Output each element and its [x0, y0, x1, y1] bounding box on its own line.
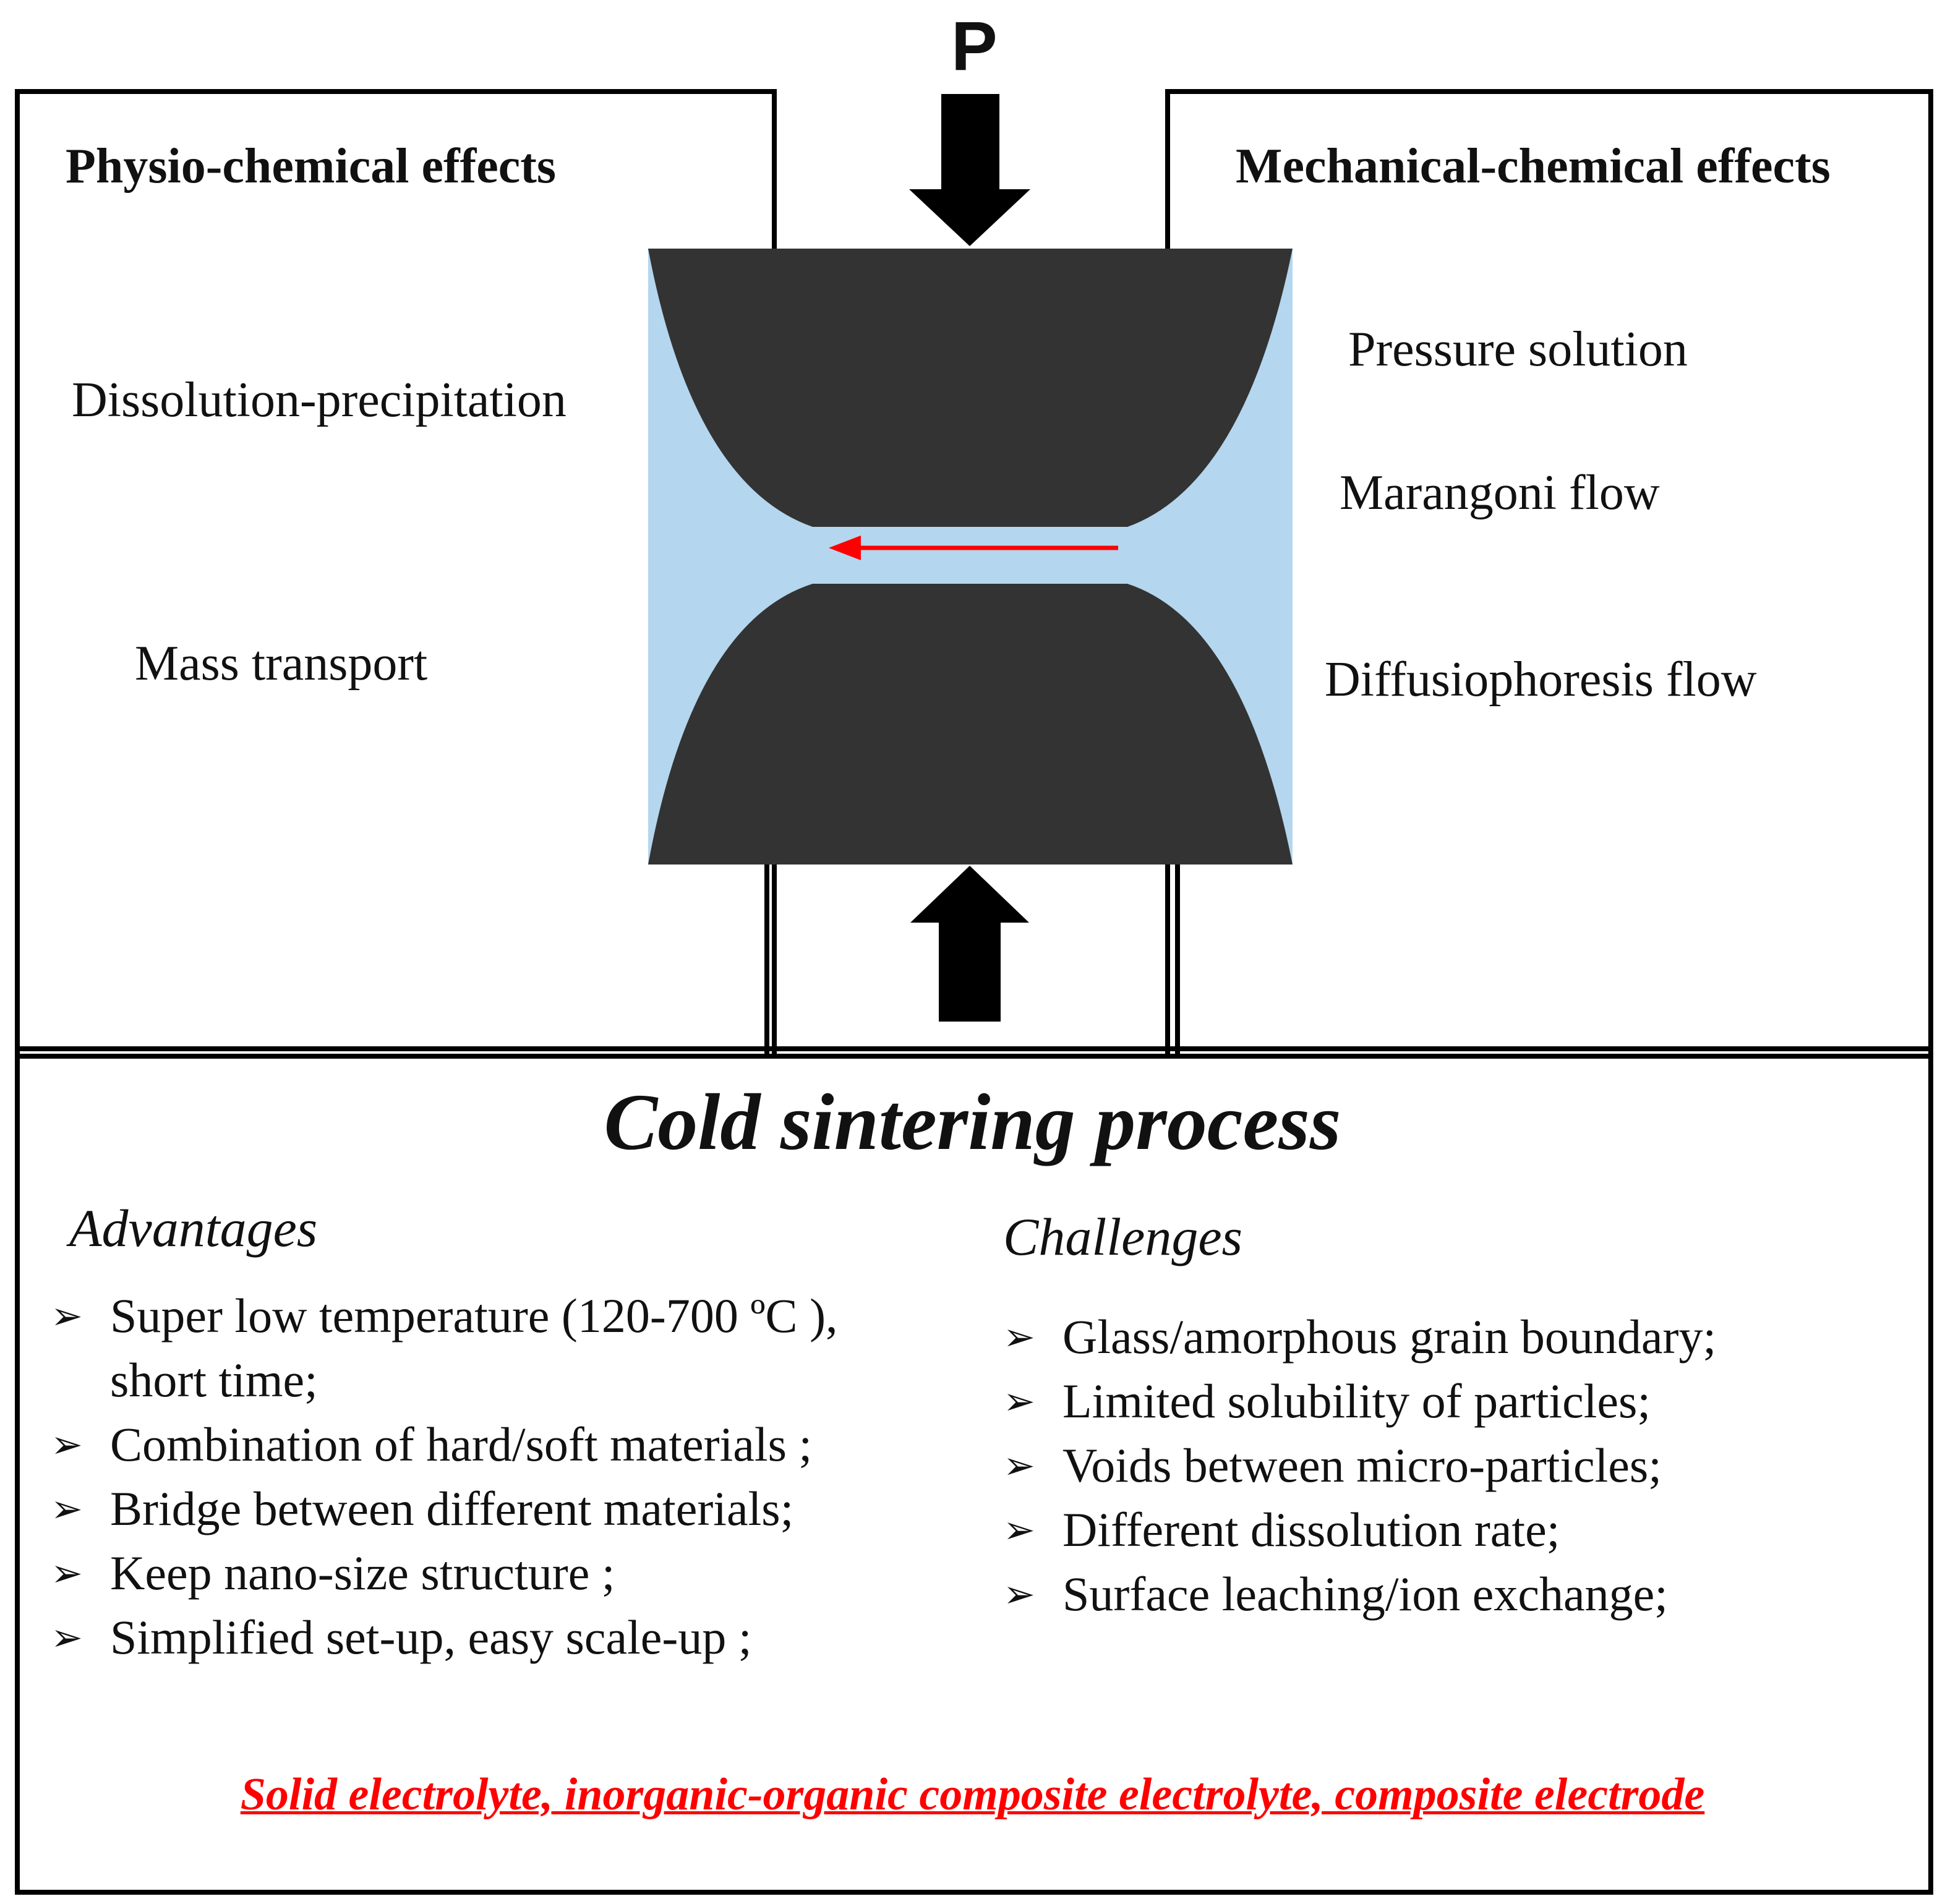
advantage-item: ➢Simplified set-up, easy scale-up ;	[51, 1605, 978, 1670]
effect-marangoni-flow: Marangoni flow	[1340, 466, 1660, 520]
challenge-item: ➢Glass/amorphous grain boundary;	[1003, 1305, 1900, 1369]
effect-pressure-solution: Pressure solution	[1348, 322, 1688, 377]
effect-dissolution-precipitation: Dissolution-precipitation	[72, 373, 566, 427]
arrowhead-bullet-icon: ➢	[51, 1293, 83, 1338]
marangoni-flow-arrow	[829, 536, 1118, 560]
top-particle	[648, 249, 1293, 527]
applications-line: Solid electrolyte, inorganic-organic com…	[240, 1769, 1705, 1820]
advantage-item: ➢Super low temperature (120-700 ºC ),	[51, 1284, 978, 1348]
advantage-item: ➢Bridge between different materials;	[51, 1477, 978, 1541]
process-title: Cold sintering process	[604, 1078, 1341, 1167]
pressure-arrow-up-icon	[910, 866, 1029, 1022]
arrowhead-bullet-icon: ➢	[1003, 1443, 1035, 1488]
effect-diffusiophoresis-flow: Diffusiophoresis flow	[1325, 652, 1757, 707]
process-summary-panel	[15, 1046, 1933, 1895]
advantage-item: ➢Keep nano-size structure ;	[51, 1541, 978, 1605]
pressure-arrow-down-icon	[909, 94, 1030, 246]
arrowhead-bullet-icon: ➢	[51, 1486, 83, 1531]
advantage-item: ➢Combination of hard/soft materials ;	[51, 1412, 978, 1477]
arrowhead-bullet-icon: ➢	[1003, 1314, 1035, 1359]
advantage-item-continuation: short time;	[110, 1353, 318, 1407]
challenge-item: ➢Voids between micro-particles;	[1003, 1433, 1900, 1498]
arrowhead-bullet-icon: ➢	[1003, 1571, 1035, 1616]
pressure-label: P	[951, 7, 998, 85]
center-die-column	[764, 860, 1180, 1059]
challenge-item: ➢Different dissolution rate;	[1003, 1498, 1900, 1562]
advantages-list: ➢Super low temperature (120-700 ºC ), sh…	[51, 1284, 978, 1670]
challenges-heading: Challenges	[1003, 1207, 1242, 1266]
challenge-item: ➢Limited solubility of particles;	[1003, 1369, 1900, 1433]
arrowhead-bullet-icon: ➢	[51, 1615, 83, 1660]
physio-chemical-heading: Physio-chemical effects	[66, 139, 557, 194]
cold-sintering-diagram	[648, 94, 1293, 1022]
bottom-particle	[648, 584, 1293, 864]
arrowhead-bullet-icon: ➢	[51, 1422, 83, 1467]
challenge-item: ➢Surface leaching/ion exchange;	[1003, 1562, 1900, 1626]
effect-mass-transport: Mass transport	[135, 636, 428, 691]
advantages-heading: Advantages	[69, 1198, 318, 1258]
arrowhead-bullet-icon: ➢	[1003, 1507, 1035, 1552]
arrowhead-bullet-icon: ➢	[1003, 1378, 1035, 1424]
mechanical-chemical-heading: Mechanical-chemical effects	[1236, 139, 1831, 194]
arrowhead-bullet-icon: ➢	[51, 1550, 83, 1595]
challenges-list: ➢Glass/amorphous grain boundary; ➢Limite…	[1003, 1305, 1900, 1626]
